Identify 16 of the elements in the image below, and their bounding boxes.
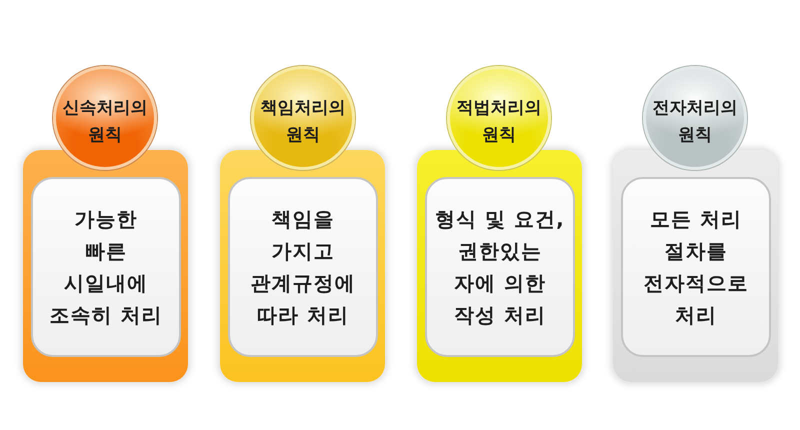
heading: 전자처리의 원칙 [652, 97, 738, 147]
body-text: 가능한 빠른 시일내에 조속히 처리 [50, 206, 162, 329]
rounded-panel [613, 150, 778, 382]
heading: 신속처리의 원칙 [62, 97, 148, 147]
body-text: 형식 및 요건, 권한있는 자에 의한 작성 처리 [435, 206, 565, 329]
heading: 적법처리의 원칙 [456, 97, 542, 147]
heading: 책임처리의 원칙 [260, 97, 346, 147]
text-box [425, 177, 575, 357]
text-box [228, 177, 378, 357]
body-text: 책임을 가지고 관계규정에 따라 처리 [250, 206, 356, 329]
text-box [31, 177, 181, 357]
rounded-panel [220, 150, 385, 382]
rounded-panel [417, 150, 582, 382]
body-text: 모든 처리 절차를 전자적으로 처리 [644, 206, 748, 329]
text-box [621, 177, 771, 357]
rounded-panel [23, 150, 188, 382]
